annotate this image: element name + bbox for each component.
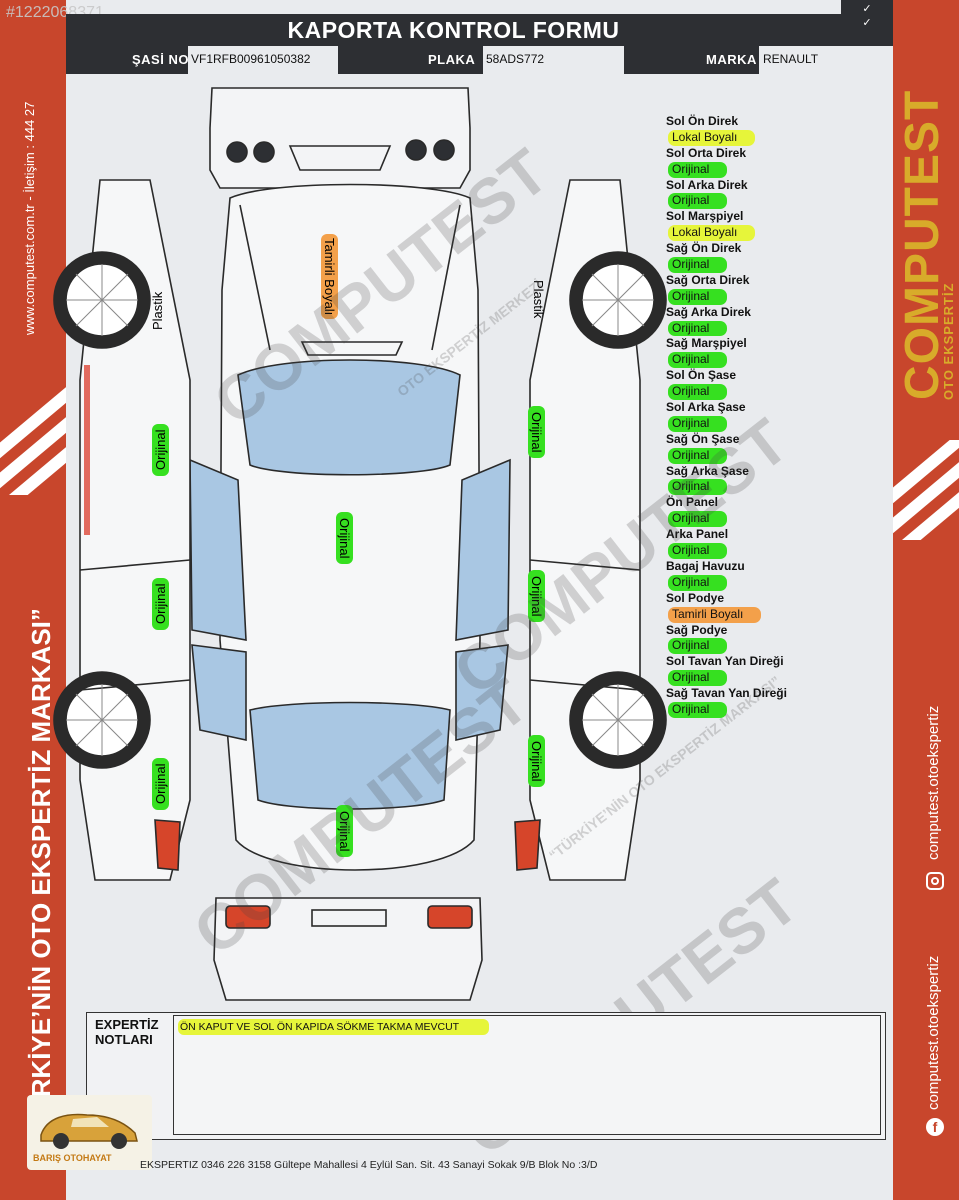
part-name: Sol Tavan Yan Direği (666, 654, 784, 669)
part-status: Orijinal (666, 320, 846, 337)
part-name: Sol Ön Direk (666, 114, 739, 128)
part-name: Sol Ön Şase (666, 368, 737, 383)
right-front-fender-label: Orijinal (528, 406, 545, 459)
trunk-label: Orijinal (336, 805, 353, 858)
part-name: Arka Panel (666, 527, 729, 542)
car-diagram (53, 87, 667, 1001)
left-front-fender-label: Orijinal (152, 423, 169, 476)
part-name: Sol Orta Direk (666, 145, 747, 160)
chassis-label: ŞASİ NO (132, 52, 189, 67)
part-name: Sağ Ön Şase (666, 431, 740, 446)
instagram-handle: computest.otoekspertiz (925, 955, 942, 1110)
right-stripes (893, 440, 959, 540)
part-name: Sağ Podye (666, 622, 728, 637)
expert-notes-label: EXPERTİZ NOTLARI (95, 1017, 159, 1047)
chassis-value: VF1RFB00961050382 (191, 52, 311, 66)
part-name: Sol Marşpiyel (666, 209, 744, 224)
part-status: Orijinal (666, 193, 846, 210)
part-status: Orijinal (666, 543, 846, 559)
roof-label: Orijinal (336, 512, 353, 565)
right-bumper-label: Plastik (531, 280, 546, 319)
car-logo-icon (40, 1113, 138, 1149)
right-brand-band: COMPUTEST OTO EKSPERTİZ computest.otoeks… (893, 0, 959, 1200)
right-rear-door-label: Orijinal (528, 735, 545, 788)
part-name: Sol Podye (666, 590, 725, 605)
part-name: Sağ Tavan Yan Direği (666, 686, 787, 701)
dealer-logo: BARIŞ OTOHAYAT (27, 1095, 152, 1170)
part-status: Orijinal (666, 257, 846, 273)
right-front-door-label: Orijinal (528, 570, 545, 623)
part-name: Sağ Arka Direk (666, 304, 751, 319)
website-text: www.computest.com.tr - İletişim : 444 27 (22, 101, 37, 335)
part-name: Sağ Marşpiyel (666, 336, 747, 351)
part-name: Sol Arka Direk (666, 177, 748, 192)
part-status: Lokal Boyalı (666, 225, 846, 242)
check-mark-2: ✓ (862, 17, 872, 29)
part-status: Orijinal (666, 670, 846, 687)
part-name: Sağ Ön Direk (666, 241, 742, 256)
brand-sub-text: OTO EKSPERTİZ (941, 282, 956, 401)
social-site-text: computest.otoekspertiz (925, 705, 942, 860)
part-name: Ön Panel (666, 495, 719, 510)
part-status: Tamirli Boyalı (666, 606, 846, 623)
part-status: Orijinal (666, 161, 846, 178)
left-front-door-label: Orijinal (152, 577, 169, 630)
part-status: Orijinal (666, 352, 846, 369)
form-title: KAPORTA KONTROL FORMU (66, 14, 841, 46)
facebook-icon: f (926, 1118, 944, 1136)
part-name: Sol Arka Şase (666, 400, 746, 415)
part-status: Orijinal (666, 511, 846, 528)
part-status-list: Sol Ön Direk Lokal Boyalı Sol Orta Direk… (666, 114, 846, 718)
part-status: Lokal Boyalı (666, 129, 846, 146)
left-rear-door-label: Orijinal (152, 757, 169, 810)
dealer-logo-text: BARIŞ OTOHAYAT (33, 1153, 112, 1163)
part-name: Sağ Arka Şase (666, 463, 749, 478)
brand-value: RENAULT (763, 52, 819, 66)
plate-label: PLAKA (428, 52, 476, 67)
hood-label: Tamirli Boyalı (321, 234, 338, 320)
left-bumper-label: Plastik (150, 291, 165, 330)
expert-notes-field: ÖN KAPUT VE SOL ÖN KAPIDA SÖKME TAKMA ME… (173, 1015, 881, 1135)
part-status: Orijinal (666, 447, 846, 464)
part-status: Orijinal (666, 288, 846, 305)
part-status: Orijinal (666, 415, 846, 432)
part-status: Orijinal (666, 479, 846, 496)
instagram-icon (926, 872, 944, 890)
plate-value: 58ADS772 (486, 52, 545, 66)
part-status: Orijinal (666, 384, 846, 401)
part-status: Orijinal (666, 701, 846, 718)
check-mark-1: ✓ (862, 3, 872, 15)
left-brand-band: www.computest.com.tr - İletişim : 444 27… (0, 0, 66, 1200)
part-status: Orijinal (666, 638, 846, 655)
expert-notes-box: EXPERTİZ NOTLARI ÖN KAPUT VE SOL ÖN KAPI… (86, 1012, 886, 1140)
check-marks: ✓ ✓ (841, 0, 893, 46)
part-name: Sağ Orta Direk (666, 272, 750, 287)
footer-address: EKSPERTIZ 0346 226 3158 Gültepe Mahalles… (140, 1159, 598, 1171)
part-status: Orijinal (666, 574, 846, 591)
vehicle-info-bar: ŞASİ NO VF1RFB00961050382 PLAKA 58ADS772… (66, 46, 889, 74)
part-name: Bagaj Havuzu (666, 558, 745, 573)
brand-label: MARKA (706, 52, 757, 67)
